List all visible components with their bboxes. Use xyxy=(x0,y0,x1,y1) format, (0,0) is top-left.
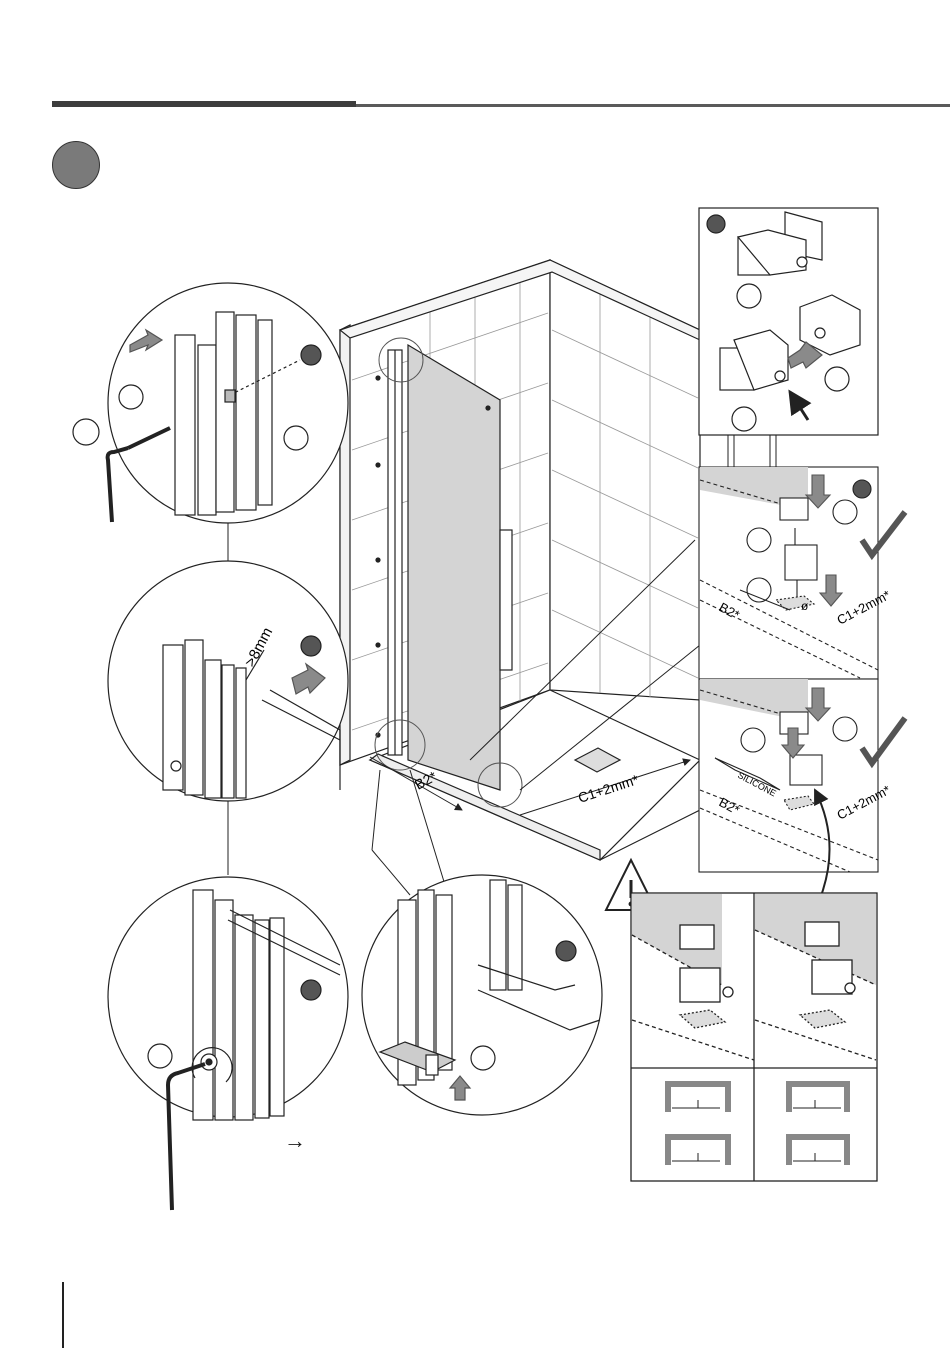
detail-circle-3 xyxy=(108,877,348,1210)
glass-panel xyxy=(376,345,512,790)
footer-rule xyxy=(62,1282,64,1348)
diameter-symbol: ø xyxy=(801,599,809,613)
detail-circle-4 xyxy=(362,875,602,1115)
install-check-panel-1 xyxy=(699,467,905,679)
install-check-panel-2 xyxy=(699,679,905,893)
clamp-detail-panel xyxy=(699,208,878,435)
detail-circle-2 xyxy=(108,561,348,801)
continue-arrow: → xyxy=(284,1130,306,1152)
detail-circle-1 xyxy=(73,283,348,523)
warning-panel xyxy=(606,860,877,1181)
